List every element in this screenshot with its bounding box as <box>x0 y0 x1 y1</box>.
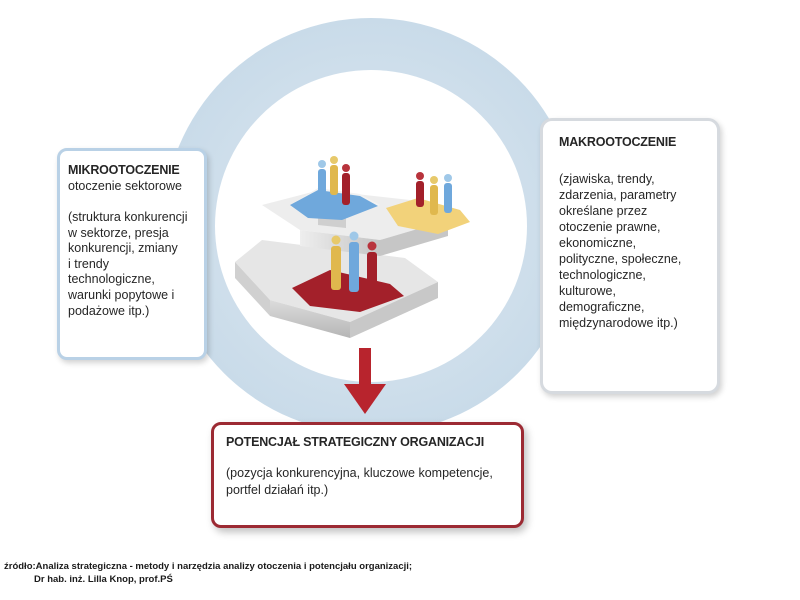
micro-description: (struktura konkurencji w sektorze, presj… <box>68 210 188 318</box>
macro-description: (zjawiska, trendy, zdarzenia, parametry … <box>559 172 682 330</box>
people-group-red <box>331 231 377 298</box>
down-arrow <box>344 348 386 414</box>
macro-title: MAKROOTOCZENIE <box>559 135 677 149</box>
people-group-yellow <box>416 172 452 215</box>
source-citation: źródło:Analiza strategiczna - metody i n… <box>4 560 412 586</box>
source-line-2: Dr hab. inż. Lilla Knop, prof.PŚ <box>34 574 173 585</box>
macro-environment-box: MAKROOTOCZENIE (zjawiska, trendy, zdarze… <box>540 118 720 394</box>
source-line-1: źródło:Analiza strategiczna - metody i n… <box>4 561 413 572</box>
platform-blue <box>290 190 378 220</box>
platform-red <box>292 270 404 312</box>
micro-subtitle: otoczenie sektorowe <box>68 179 182 193</box>
potential-description: (pozycja konkurencyjna, kluczowe kompete… <box>226 466 493 497</box>
people-group-blue <box>318 156 350 205</box>
potential-title: POTENCJAŁ STRATEGICZNY ORGANIZACJI <box>226 435 485 449</box>
micro-title: MIKROOTOCZENIE <box>68 163 180 177</box>
strategic-potential-box: POTENCJAŁ STRATEGICZNY ORGANIZACJI (pozy… <box>211 422 524 528</box>
micro-environment-box: MIKROOTOCZENIE otoczenie sektorowe (stru… <box>57 148 207 360</box>
